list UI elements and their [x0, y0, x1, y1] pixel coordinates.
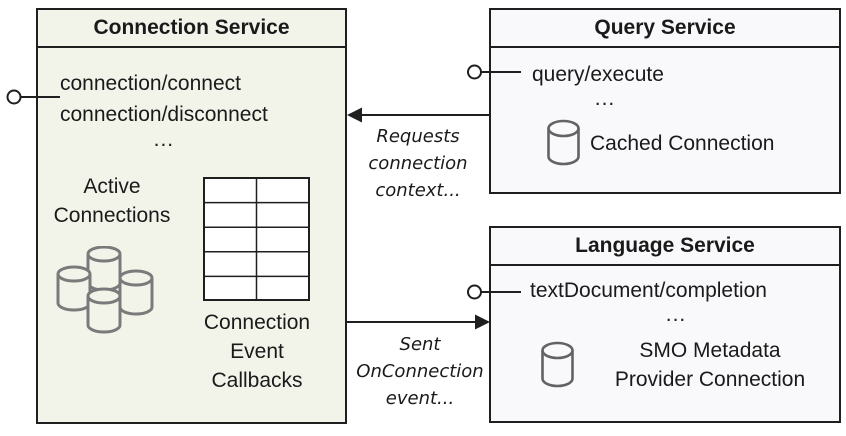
sent-onconnection-event-arrow	[346, 314, 490, 330]
query-service-box: Query Service query/execute ... Cached C…	[489, 8, 841, 194]
callbacks-label: Connection Event Callbacks	[203, 311, 311, 392]
sent-onconnection-event-label: Sent OnConnection event...	[356, 334, 484, 409]
method-textdocument-completion: textDocument/completion	[530, 279, 767, 302]
database-icon	[541, 341, 574, 388]
methods-ellipsis: ...	[153, 128, 175, 151]
callback-table-grid	[203, 177, 310, 301]
language-service-box: Language Service textDocument/completion…	[489, 226, 841, 423]
cached-connection-row: Cached Connection	[547, 118, 774, 168]
query-methods-ellipsis: ...	[594, 87, 616, 110]
query-service-title: Query Service	[491, 10, 839, 48]
method-connection-connect: connection/connect	[60, 72, 241, 95]
connection-service-methods: connection/connect connection/disconnect…	[60, 68, 268, 150]
cached-connection-label: Cached Connection	[590, 131, 775, 155]
requests-connection-context-arrow	[347, 107, 489, 123]
database-cluster-icon	[56, 246, 154, 334]
database-icon	[547, 119, 580, 166]
smo-connection-label: SMO Metadata Provider Connection	[614, 339, 806, 391]
connection-service-title: Connection Service	[38, 10, 345, 48]
method-query-execute: query/execute	[532, 63, 664, 86]
requests-connection-context-label: Requests connection context...	[368, 126, 468, 201]
language-service-title: Language Service	[491, 228, 839, 266]
language-methods-ellipsis: ...	[665, 303, 687, 326]
smo-connection-row: SMO Metadata Provider Connection	[541, 332, 832, 398]
connection-service-box: Connection Service connection/connect co…	[36, 8, 347, 424]
active-connections-label: Active Connections	[53, 175, 171, 227]
method-connection-disconnect: connection/disconnect	[60, 103, 268, 126]
